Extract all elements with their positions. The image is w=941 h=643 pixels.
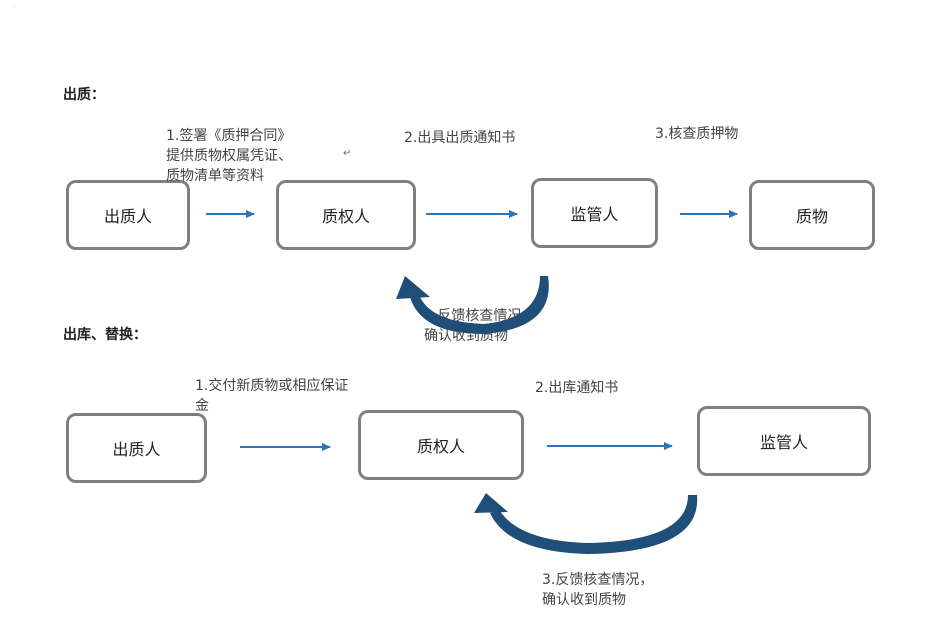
box-pledged-goods: 质物 xyxy=(749,180,875,250)
box-pledgor-2: 出质人 xyxy=(66,413,207,483)
curved-arrow-feedback-2 xyxy=(474,493,698,554)
step-label-2: 2.出具出质通知书 xyxy=(404,130,516,146)
step-label-1: 1.签署《质押合同》 提供质物权属凭证、 质物清单等资料 xyxy=(166,128,292,184)
section-title-release: 出库、替换： xyxy=(63,327,147,343)
corner-mark: ' xyxy=(13,5,15,12)
paragraph-mark: ↵ xyxy=(343,148,352,159)
box-supervisor-2: 监管人 xyxy=(697,406,871,476)
step-label-2b: 2.出库通知书 xyxy=(535,380,619,396)
step-label-1b: 1.交付新质物或相应保证 金 xyxy=(195,378,349,414)
step-label-3: 3.核查质押物 xyxy=(655,126,739,142)
curved-arrow-feedback-1 xyxy=(396,276,549,334)
box-pledgee-2: 质权人 xyxy=(358,410,524,480)
box-pledgee: 质权人 xyxy=(276,180,416,250)
box-supervisor: 监管人 xyxy=(531,178,658,248)
section-title-pledge: 出质： xyxy=(63,87,105,103)
step-label-3b: 3.反馈核查情况， 确认收到质物 xyxy=(542,572,654,608)
box-pledgor: 出质人 xyxy=(66,180,190,250)
